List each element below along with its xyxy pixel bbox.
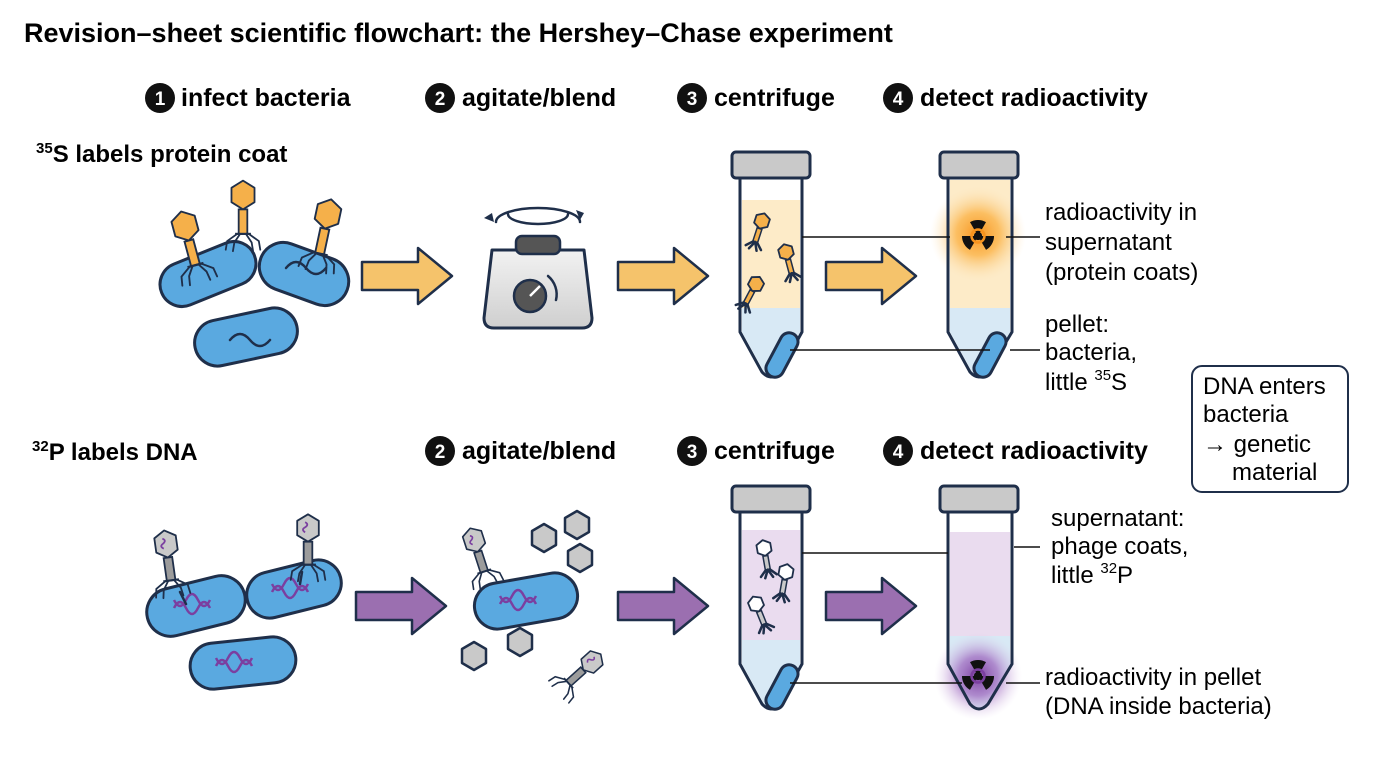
step-number-badge (883, 83, 913, 113)
dna-icon (270, 576, 310, 600)
bottom-step-4: 4 detect radioactivity (883, 436, 1148, 466)
annotation-supernatant-sulfur: radioactivity in supernatant (protein co… (1045, 199, 1204, 286)
tube-cap (730, 484, 812, 514)
isotope-mass-superscript: 35 (36, 140, 53, 157)
dna-icon (172, 592, 212, 616)
step-label-agitate-blend: agitate/blend (462, 437, 616, 465)
phage-grey-icon (454, 522, 505, 592)
flow-arrow-orange (824, 246, 918, 306)
step-number: 3 (687, 442, 698, 463)
step-label-detect-radioactivity: detect radioactivity (920, 437, 1148, 465)
flow-arrow-purple (354, 576, 448, 636)
top-infection-scene (158, 179, 351, 368)
step-number: 4 (893, 442, 904, 463)
bacterial-pellet-icon (764, 663, 800, 711)
empty-coat-icon (506, 626, 534, 658)
step-number: 3 (687, 89, 698, 110)
injection-arrow-icon (298, 570, 304, 586)
step-number-badge (677, 83, 707, 113)
bottom-blended-scene (454, 509, 612, 705)
step-label-infect-bacteria: infect bacteria (181, 84, 352, 112)
bottom-centrifuge-tube (730, 484, 812, 711)
row-label-text: S labels protein coat (53, 141, 288, 168)
annotation-pellet-sulfur: pellet: bacteria, little 35S (1045, 311, 1144, 396)
row-label-phosphorus: 32P labels DNA (32, 438, 198, 466)
step-number-badge (425, 83, 455, 113)
dna-icon (498, 588, 538, 612)
dna-icon (214, 650, 254, 674)
row-label-sulfur: 35S labels protein coat (36, 140, 287, 168)
flow-arrow-orange (616, 246, 710, 306)
empty-coat-icon (460, 640, 488, 672)
step-number: 2 (435, 89, 446, 110)
bacterial-pellet-icon (764, 331, 800, 379)
flow-arrow-orange (360, 246, 454, 306)
step-number-badge (145, 83, 175, 113)
row-label-text: P labels DNA (49, 439, 198, 466)
bacterium-cell (145, 574, 247, 638)
top-detection-tube (930, 150, 1026, 379)
bacterial-dna-icon (228, 332, 272, 348)
empty-coat-icon (563, 509, 591, 541)
swirl-icon (494, 206, 582, 224)
annotation-pellet-phosphorus: radioactivity in pellet (DNA inside bact… (1045, 664, 1272, 720)
step-number: 4 (893, 89, 904, 110)
step-label-detect-radioactivity: detect radioactivity (920, 84, 1148, 112)
top-step-3: 3 centrifuge (677, 83, 835, 113)
top-step-1: 1 infect bacteria (145, 83, 352, 113)
step-number-badge (677, 436, 707, 466)
flow-arrow-purple (824, 576, 918, 636)
isotope-mass-superscript: 32 (32, 438, 49, 455)
step-label-agitate-blend: agitate/blend (462, 84, 616, 112)
bottom-step-3: 3 centrifuge (677, 436, 835, 466)
step-number: 2 (435, 442, 446, 463)
conclusion-text: DNA enters bacteria → genetic material (1203, 373, 1332, 486)
conclusion-box-frame (1191, 365, 1349, 493)
swirl-icon (506, 212, 570, 226)
empty-coat-icon (566, 542, 594, 574)
step-label-centrifuge: centrifuge (714, 437, 835, 465)
bacterium-cell (245, 558, 343, 620)
bacterium-cell (257, 240, 351, 308)
tube-cap (730, 150, 812, 180)
top-step-4: 4 detect radioactivity (883, 83, 1148, 113)
top-centrifuge-tube (730, 150, 812, 379)
diagram-title: Revision–sheet scientific flowchart: the… (24, 18, 893, 48)
top-step-2: 2 agitate/blend (425, 83, 616, 113)
conclusion-box: DNA enters bacteria → genetic material (1191, 365, 1349, 493)
annotation-supernatant-phosphorus: supernatant: phage coats, little 32P (1051, 505, 1195, 589)
step-number: 1 (155, 89, 166, 110)
phage-grey-icon (547, 642, 612, 705)
blender-icon (482, 206, 594, 330)
tube-cap (938, 150, 1020, 180)
flow-arrow-purple (616, 576, 710, 636)
bottom-detection-tube (934, 484, 1022, 720)
step-number-badge (883, 436, 913, 466)
injection-arrow-icon (178, 590, 188, 606)
step-number-badge (425, 436, 455, 466)
tube-cap (938, 484, 1020, 514)
empty-coat-icon (530, 522, 558, 554)
bottom-step-2: 2 agitate/blend (425, 436, 616, 466)
step-label-centrifuge: centrifuge (714, 84, 835, 112)
bottom-infection-scene (145, 513, 343, 691)
